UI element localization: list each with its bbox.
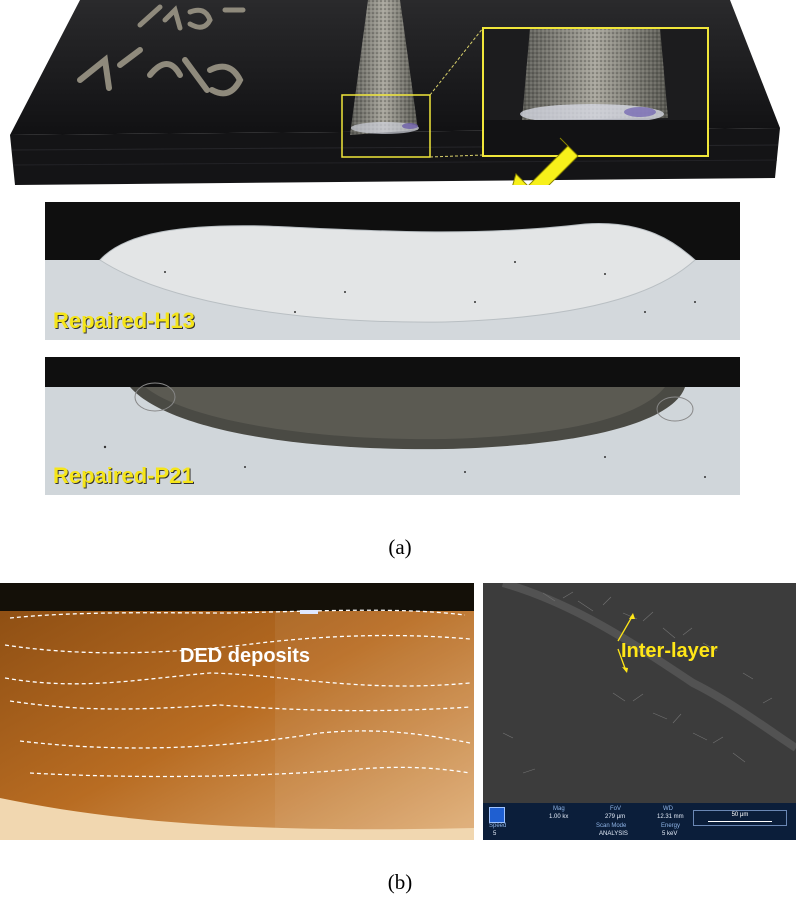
label-ded-deposits: DED deposits [180,645,311,667]
label-repaired-p21: Repaired-P21 [53,463,194,488]
caption-b: (b) [387,870,413,894]
label-inter-layer: Inter-layer [621,640,718,662]
optical-micrograph: DED deposits [0,583,474,840]
mag-header: Mag [553,806,565,812]
steel-plate-photo [10,0,780,185]
sem-info-bar: Mag 1.00 kx FoV 279 μm WD 12.31 mm Speed… [483,803,796,840]
scan-mode-value: ANALYSIS [599,831,628,837]
sem-micrograph-image [483,583,796,803]
mag-value: 1.00 kx [549,814,569,820]
energy-header: Energy [661,823,681,829]
scale-bar-line [708,821,772,822]
cross-section-h13-image [45,202,740,340]
speed-header: Speed [489,823,507,829]
optical-micrograph-image [0,583,474,840]
scan-mode-header: Scan Mode [596,823,627,829]
sem-micrograph: Inter-layer Mag 1.00 kx FoV 279 μm WD 12… [483,583,796,840]
scale-bar: 50 μm [693,810,787,826]
wd-header: WD [663,806,673,812]
caption-a: (a) [388,535,412,559]
label-repaired-h13: Repaired-H13 [53,308,195,333]
fov-header: FoV [610,806,622,812]
sem-logo-icon [489,807,505,823]
fov-value: 279 μm [605,814,626,820]
cross-section-h13: Repaired-H13 [45,202,740,340]
cross-section-p21: Repaired-P21 [45,357,740,495]
wd-value: 12.31 mm [657,814,684,820]
scale-bar-label: 50 μm [731,812,749,818]
cross-section-p21-image [45,357,740,495]
speed-value: 5 [493,831,497,837]
energy-value: 5 keV [662,831,678,837]
